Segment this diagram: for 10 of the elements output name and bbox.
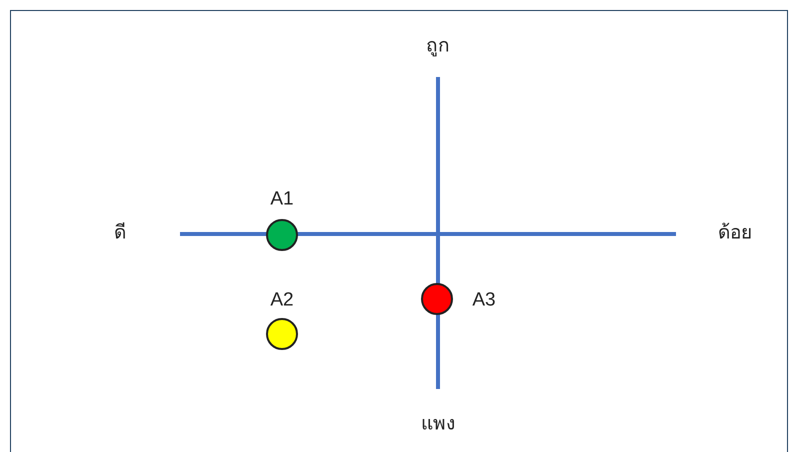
marker-circle: [266, 219, 298, 251]
marker-circle: [266, 318, 298, 350]
axis-label: ดี: [114, 222, 126, 246]
point-label: A3: [472, 290, 496, 312]
marker-circle: [421, 283, 453, 315]
axis-label: แพง: [421, 414, 455, 436]
point-label: A2: [270, 290, 294, 312]
axis-label: ด้อย: [718, 222, 752, 246]
axis-label: ถูก: [426, 36, 450, 58]
point-label: A1: [270, 188, 294, 212]
